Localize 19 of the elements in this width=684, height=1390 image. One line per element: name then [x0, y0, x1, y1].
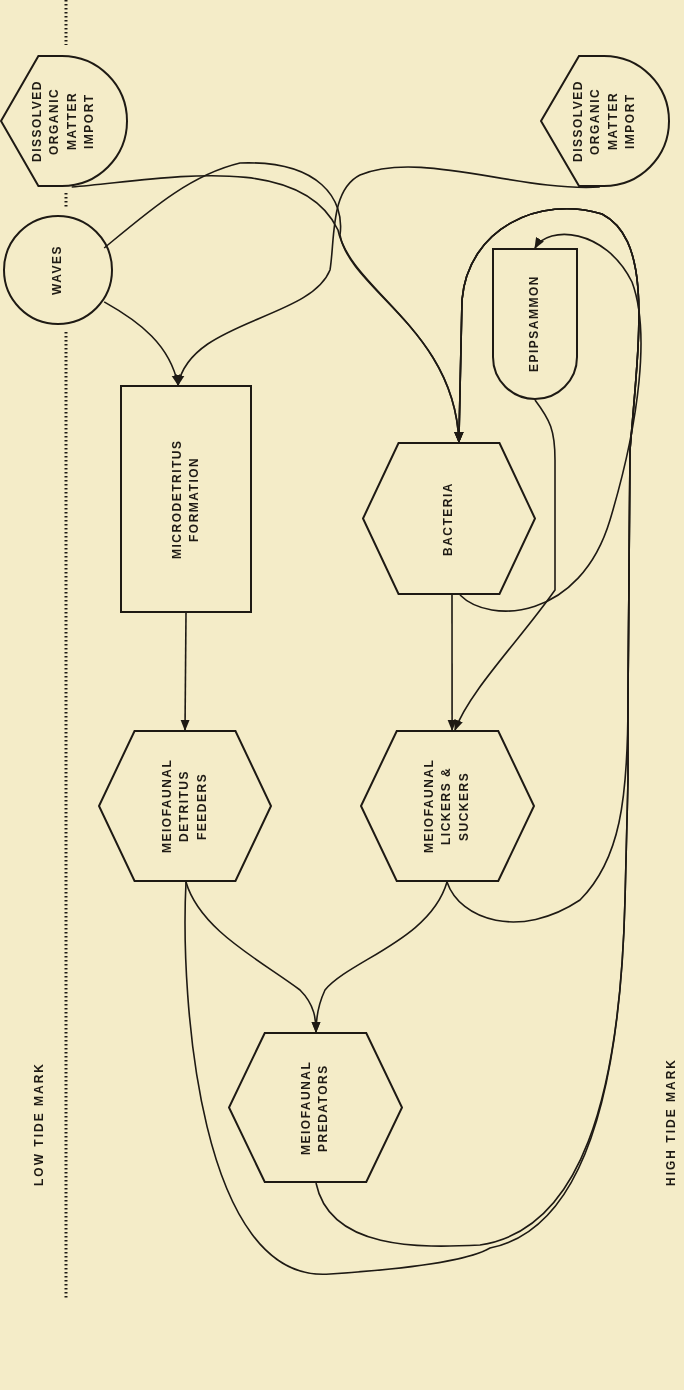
arrow [447, 594, 457, 732]
node-label: DISSOLVED ORGANIC MATTER IMPORT [570, 79, 639, 164]
tide-mark-label: HIGH TIDE MARK [664, 1058, 678, 1186]
node-label: EPIPSAMMON [526, 275, 543, 373]
arrow [177, 166, 601, 387]
node-label: MEIOFAUNAL DETRITUS FEEDERS [158, 757, 210, 856]
arrow [454, 399, 556, 732]
node-label: BACTERIA [440, 481, 457, 556]
node-label: MEIOFAUNAL PREDATORS [298, 1059, 332, 1157]
arrow [180, 612, 190, 732]
arrow [311, 881, 448, 1034]
node-label: DISSOLVED ORGANIC MATTER IMPORT [29, 79, 98, 164]
node-label: MEIOFAUNAL LICKERS & SUCKERS [421, 757, 473, 856]
tide-mark-label: LOW TIDE MARK [32, 1062, 46, 1186]
arrow [103, 301, 180, 387]
arrow [459, 233, 642, 612]
arrow [184, 207, 640, 1275]
node-label: MICRODETRITUS FORMATION [168, 438, 202, 561]
node-label: WAVES [49, 245, 66, 295]
